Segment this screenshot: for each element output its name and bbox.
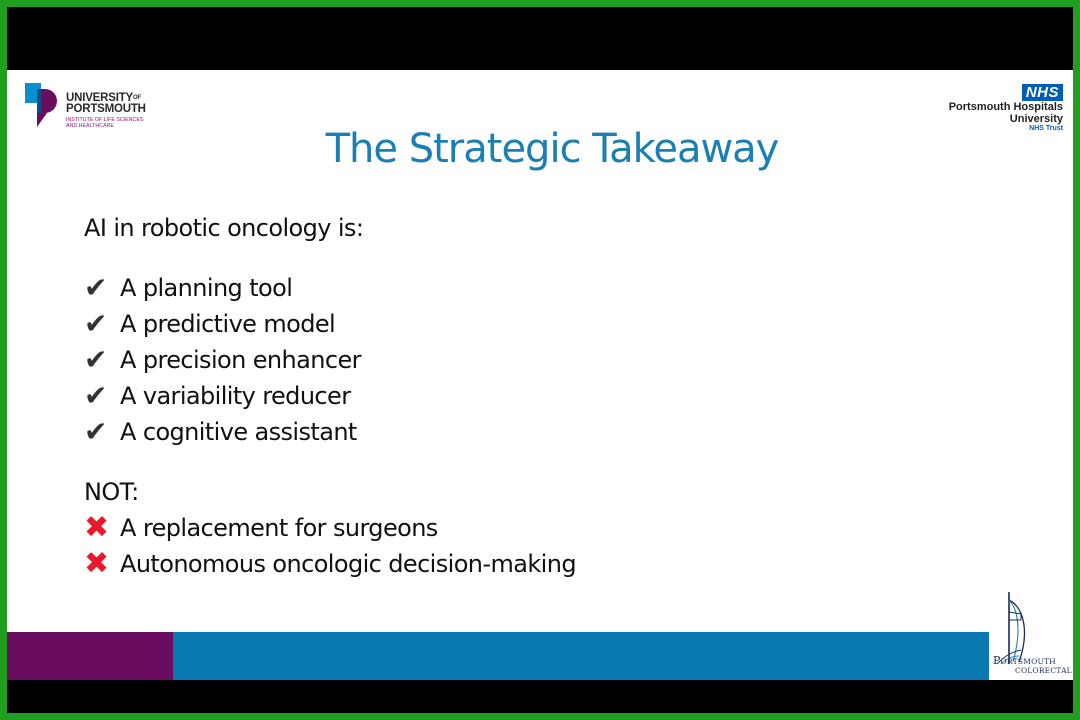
list-item-text: A variability reducer [120,382,351,410]
cross-icon: ✖ [84,546,109,581]
nhs-line-1: Portsmouth Hospitals [948,101,1063,113]
nhs-badge: NHS [1021,84,1063,101]
list-item-text: A predictive model [120,310,336,338]
not-label: NOT: [84,478,139,506]
list-item-text: A cognitive assistant [120,418,357,446]
negative-list: ✖ A replacement for surgeons ✖ Autonomous … [84,510,577,582]
colorectal-big-letter: P [993,654,1001,667]
check-icon: ✔ [84,415,107,448]
portsmouth-colorectal-logo: PORTSMOUTH COLORECTAL [989,590,1073,680]
list-item: ✔ A precision enhancer [84,342,576,378]
list-item: ✔ A cognitive assistant [84,414,576,450]
uop-text-line2: PORTSMOUTH [66,103,146,115]
footer-bar-blue [173,632,989,680]
presentation-slide: UNIVERSITYOF PORTSMOUTH INSTITUTE OF LIF… [7,70,1073,680]
uop-text-of: OF [133,95,141,101]
list-item: ✔ A variability reducer [84,378,576,414]
list-item-text: Autonomous oncologic decision-making [120,550,577,578]
list-item: ✖ A replacement for surgeons [84,510,576,546]
nhs-line-3: NHS Trust [1029,125,1063,132]
list-item-text: A planning tool [120,274,293,302]
uop-shield-icon [25,83,57,127]
slide-body: AI in robotic oncology is: ✔ A planning t… [84,210,577,582]
nhs-trust-logo: NHS Portsmouth Hospitals University NHS … [949,82,1063,133]
slide-title: The Strategic Takeaway [325,126,780,172]
university-of-portsmouth-logo: UNIVERSITYOF PORTSMOUTH INSTITUTE OF LIF… [25,83,165,133]
check-icon: ✔ [84,379,107,412]
list-item-text: A precision enhancer [120,346,361,374]
list-item: ✔ A planning tool [84,270,576,306]
uop-text-line1: UNIVERSITY [66,92,134,104]
check-icon: ✔ [84,343,107,376]
intro-text: AI in robotic oncology is: [84,214,364,242]
check-icon: ✔ [84,271,107,304]
uop-subtitle-1: INSTITUTE OF LIFE SCIENCES [66,117,144,123]
spinnaker-tower-icon [996,592,1026,665]
cross-icon: ✖ [84,510,109,545]
nhs-line-2: University [1009,113,1063,125]
positive-list: ✔ A planning tool ✔ A predictive model ✔ A … [84,270,576,450]
list-item: ✔ A predictive model [84,306,576,342]
check-icon: ✔ [84,307,107,340]
list-item: ✖ Autonomous oncologic decision-making [84,546,577,582]
footer-bar-purple [7,632,173,680]
list-item-text: A replacement for surgeons [120,514,438,542]
colorectal-line-1: ORTSMOUTH [1000,657,1056,666]
uop-subtitle-2: AND HEALTHCARE [66,123,114,129]
colorectal-line-2: COLORECTAL [1015,666,1072,675]
colorectal-text: PORTSMOUTH COLORECTAL [993,654,1073,675]
